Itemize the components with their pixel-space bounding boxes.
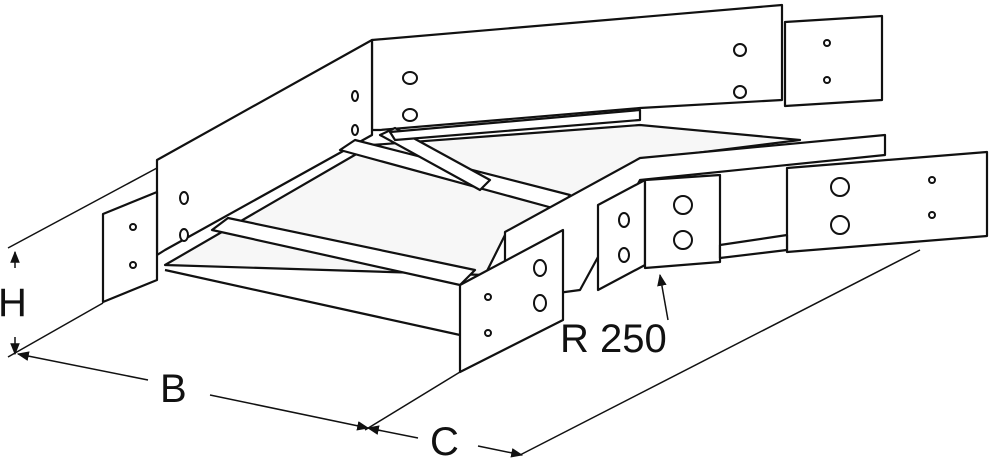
rung-1 (210, 216, 477, 287)
length-dimension-line (477, 445, 524, 458)
bolt-icon (830, 177, 850, 197)
ladder-structure (101, 3, 989, 374)
bolt-icon (533, 294, 547, 312)
bolt-icon (618, 247, 630, 263)
hole-icon (351, 90, 359, 102)
left-connector-plate (101, 190, 159, 304)
bolt-icon (733, 43, 747, 57)
label-length: C (430, 420, 459, 460)
label-width: B (160, 367, 187, 411)
hole-icon (928, 176, 936, 184)
extension-line (519, 249, 921, 456)
radius-leader (657, 273, 669, 321)
dimension-lines (7, 167, 921, 458)
extension-line (7, 167, 158, 249)
bolt-icon (673, 195, 693, 215)
fasteners (129, 39, 936, 337)
label-radius: R 250 (560, 317, 667, 361)
bolt-icon (673, 230, 693, 250)
bottom-rail-edge (164, 268, 461, 337)
hole-icon (179, 228, 189, 242)
width-dimension-line (209, 394, 370, 431)
bolt-icon (402, 108, 418, 122)
bolt-icon (733, 85, 747, 99)
rung-4 (388, 108, 642, 142)
dimension-labels: H B C R 250 (0, 281, 667, 460)
hole-icon (484, 293, 492, 301)
bolt-icon (402, 71, 418, 85)
hole-icon (823, 39, 831, 47)
rung-3 (378, 126, 492, 192)
back-connector-plate (783, 14, 884, 108)
hole-icon (928, 211, 936, 219)
hole-icon (129, 261, 137, 269)
width-dimension-line (16, 351, 149, 381)
hole-icon (129, 223, 137, 231)
lower-rail-segment (718, 233, 789, 260)
length-dimension-line (366, 425, 419, 439)
hole-icon (823, 76, 831, 84)
right-connector-plate (785, 150, 989, 254)
hole-icon (179, 191, 189, 205)
middle-connector-plate-b (643, 173, 722, 270)
bolt-icon (618, 212, 630, 228)
extension-line (364, 371, 461, 431)
back-side-rail (370, 3, 784, 132)
label-height: H (0, 281, 27, 325)
extension-line (7, 302, 104, 358)
bolt-icon (830, 215, 850, 235)
bolt-icon (533, 259, 547, 277)
hole-icon (351, 124, 359, 136)
hole-icon (484, 329, 492, 337)
